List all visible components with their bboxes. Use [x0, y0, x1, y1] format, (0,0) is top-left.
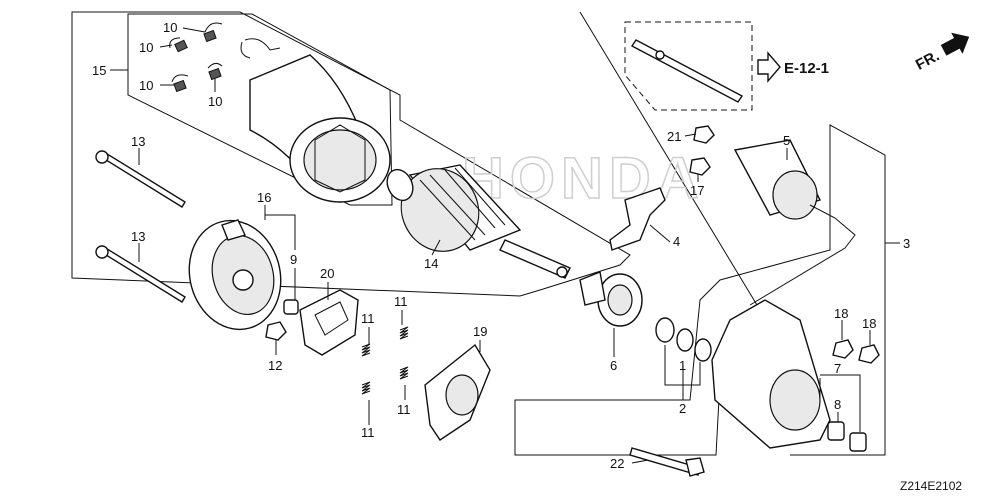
part-ring-3: [694, 338, 712, 362]
frame-15: [71, 11, 631, 297]
callout-11: 11: [361, 311, 375, 326]
callout-7: 7: [834, 361, 841, 376]
watermark-text: HONDA: [462, 146, 705, 211]
callout-10: 10: [139, 40, 153, 55]
callout-18: 18: [862, 316, 876, 331]
callout-8: 8: [834, 397, 841, 412]
callout-11: 11: [397, 402, 411, 417]
part-ring-2: [676, 328, 694, 352]
front-arrow-icon: [940, 32, 970, 56]
callout-11: 11: [394, 294, 408, 309]
callout-10: 10: [208, 94, 222, 109]
part-pinion-6: [579, 271, 643, 327]
callout-16: 16: [257, 190, 271, 205]
callout-2: 2: [679, 401, 686, 416]
leader-lines: [110, 27, 900, 464]
callout-13: 13: [131, 229, 145, 244]
callouts: 10 10 10 10 15 13 13 16 9 12 20 11 11 11…: [92, 20, 910, 471]
part-collar-8: [827, 421, 845, 441]
callout-21: 21: [667, 129, 681, 144]
part-nut-18b: [858, 344, 880, 364]
callout-9: 9: [290, 252, 297, 267]
callout-6: 6: [610, 358, 617, 373]
part-yoke-15: [240, 38, 391, 203]
callout-19: 19: [473, 324, 487, 339]
part-nut-12: [265, 321, 287, 341]
reference-label[interactable]: E-12-1: [784, 60, 829, 77]
callout-22: 22: [610, 456, 624, 471]
callout-15: 15: [92, 63, 106, 78]
callout-20: 20: [320, 266, 334, 281]
callout-18: 18: [834, 306, 848, 321]
part-stud-reference: [630, 39, 744, 103]
diagram-code: Z214E2102: [900, 479, 962, 493]
part-ring-1: [655, 317, 675, 343]
callout-11: 11: [361, 425, 375, 440]
part-cap-7: [849, 432, 867, 452]
callout-10: 10: [139, 78, 153, 93]
part-front-housing: [711, 299, 831, 449]
part-nut-17: [689, 157, 711, 176]
part-lever-4: [609, 187, 666, 251]
callout-10: 10: [163, 20, 177, 35]
part-armature-14: [386, 164, 571, 279]
part-solenoid-5: [733, 139, 856, 306]
part-brush-holder-20: [299, 289, 359, 356]
front-marker-label: FR.: [913, 47, 942, 73]
callout-1: 1: [679, 358, 686, 373]
reference-box: [624, 21, 753, 111]
part-bushing-9: [283, 299, 299, 315]
reference-arrow[interactable]: [757, 51, 781, 83]
part-rear-cover-16: [188, 219, 282, 331]
callout-14: 14: [424, 256, 438, 271]
frame-10: [127, 13, 393, 206]
callout-13: 13: [131, 134, 145, 149]
part-bolt-13: [95, 150, 186, 303]
callout-5: 5: [783, 133, 790, 148]
part-nut-18a: [832, 339, 854, 359]
part-brush-10: [169, 22, 223, 93]
callout-4: 4: [673, 234, 680, 249]
front-direction-marker: FR.: [913, 32, 970, 74]
part-bolt-22: [629, 447, 701, 476]
callout-3: 3: [903, 236, 910, 251]
callout-17: 17: [690, 183, 704, 198]
part-nut-21: [693, 125, 715, 144]
callout-12: 12: [268, 358, 282, 373]
